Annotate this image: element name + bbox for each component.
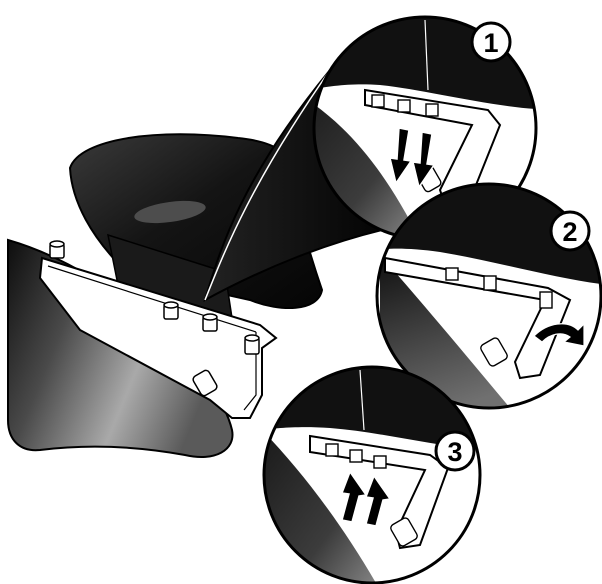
step-number-1: 1	[483, 28, 498, 58]
bracket-stud	[245, 335, 259, 354]
step-badge-1: 1	[472, 23, 510, 61]
bracket-stud	[164, 302, 178, 319]
step-badge-2: 2	[551, 212, 589, 250]
bracket-stud	[50, 241, 64, 258]
bracket-stud	[203, 314, 217, 331]
detail-lens-3	[264, 367, 480, 584]
step-badge-3: 3	[436, 432, 474, 470]
step-number-3: 3	[447, 437, 462, 467]
step-number-2: 2	[562, 217, 577, 247]
